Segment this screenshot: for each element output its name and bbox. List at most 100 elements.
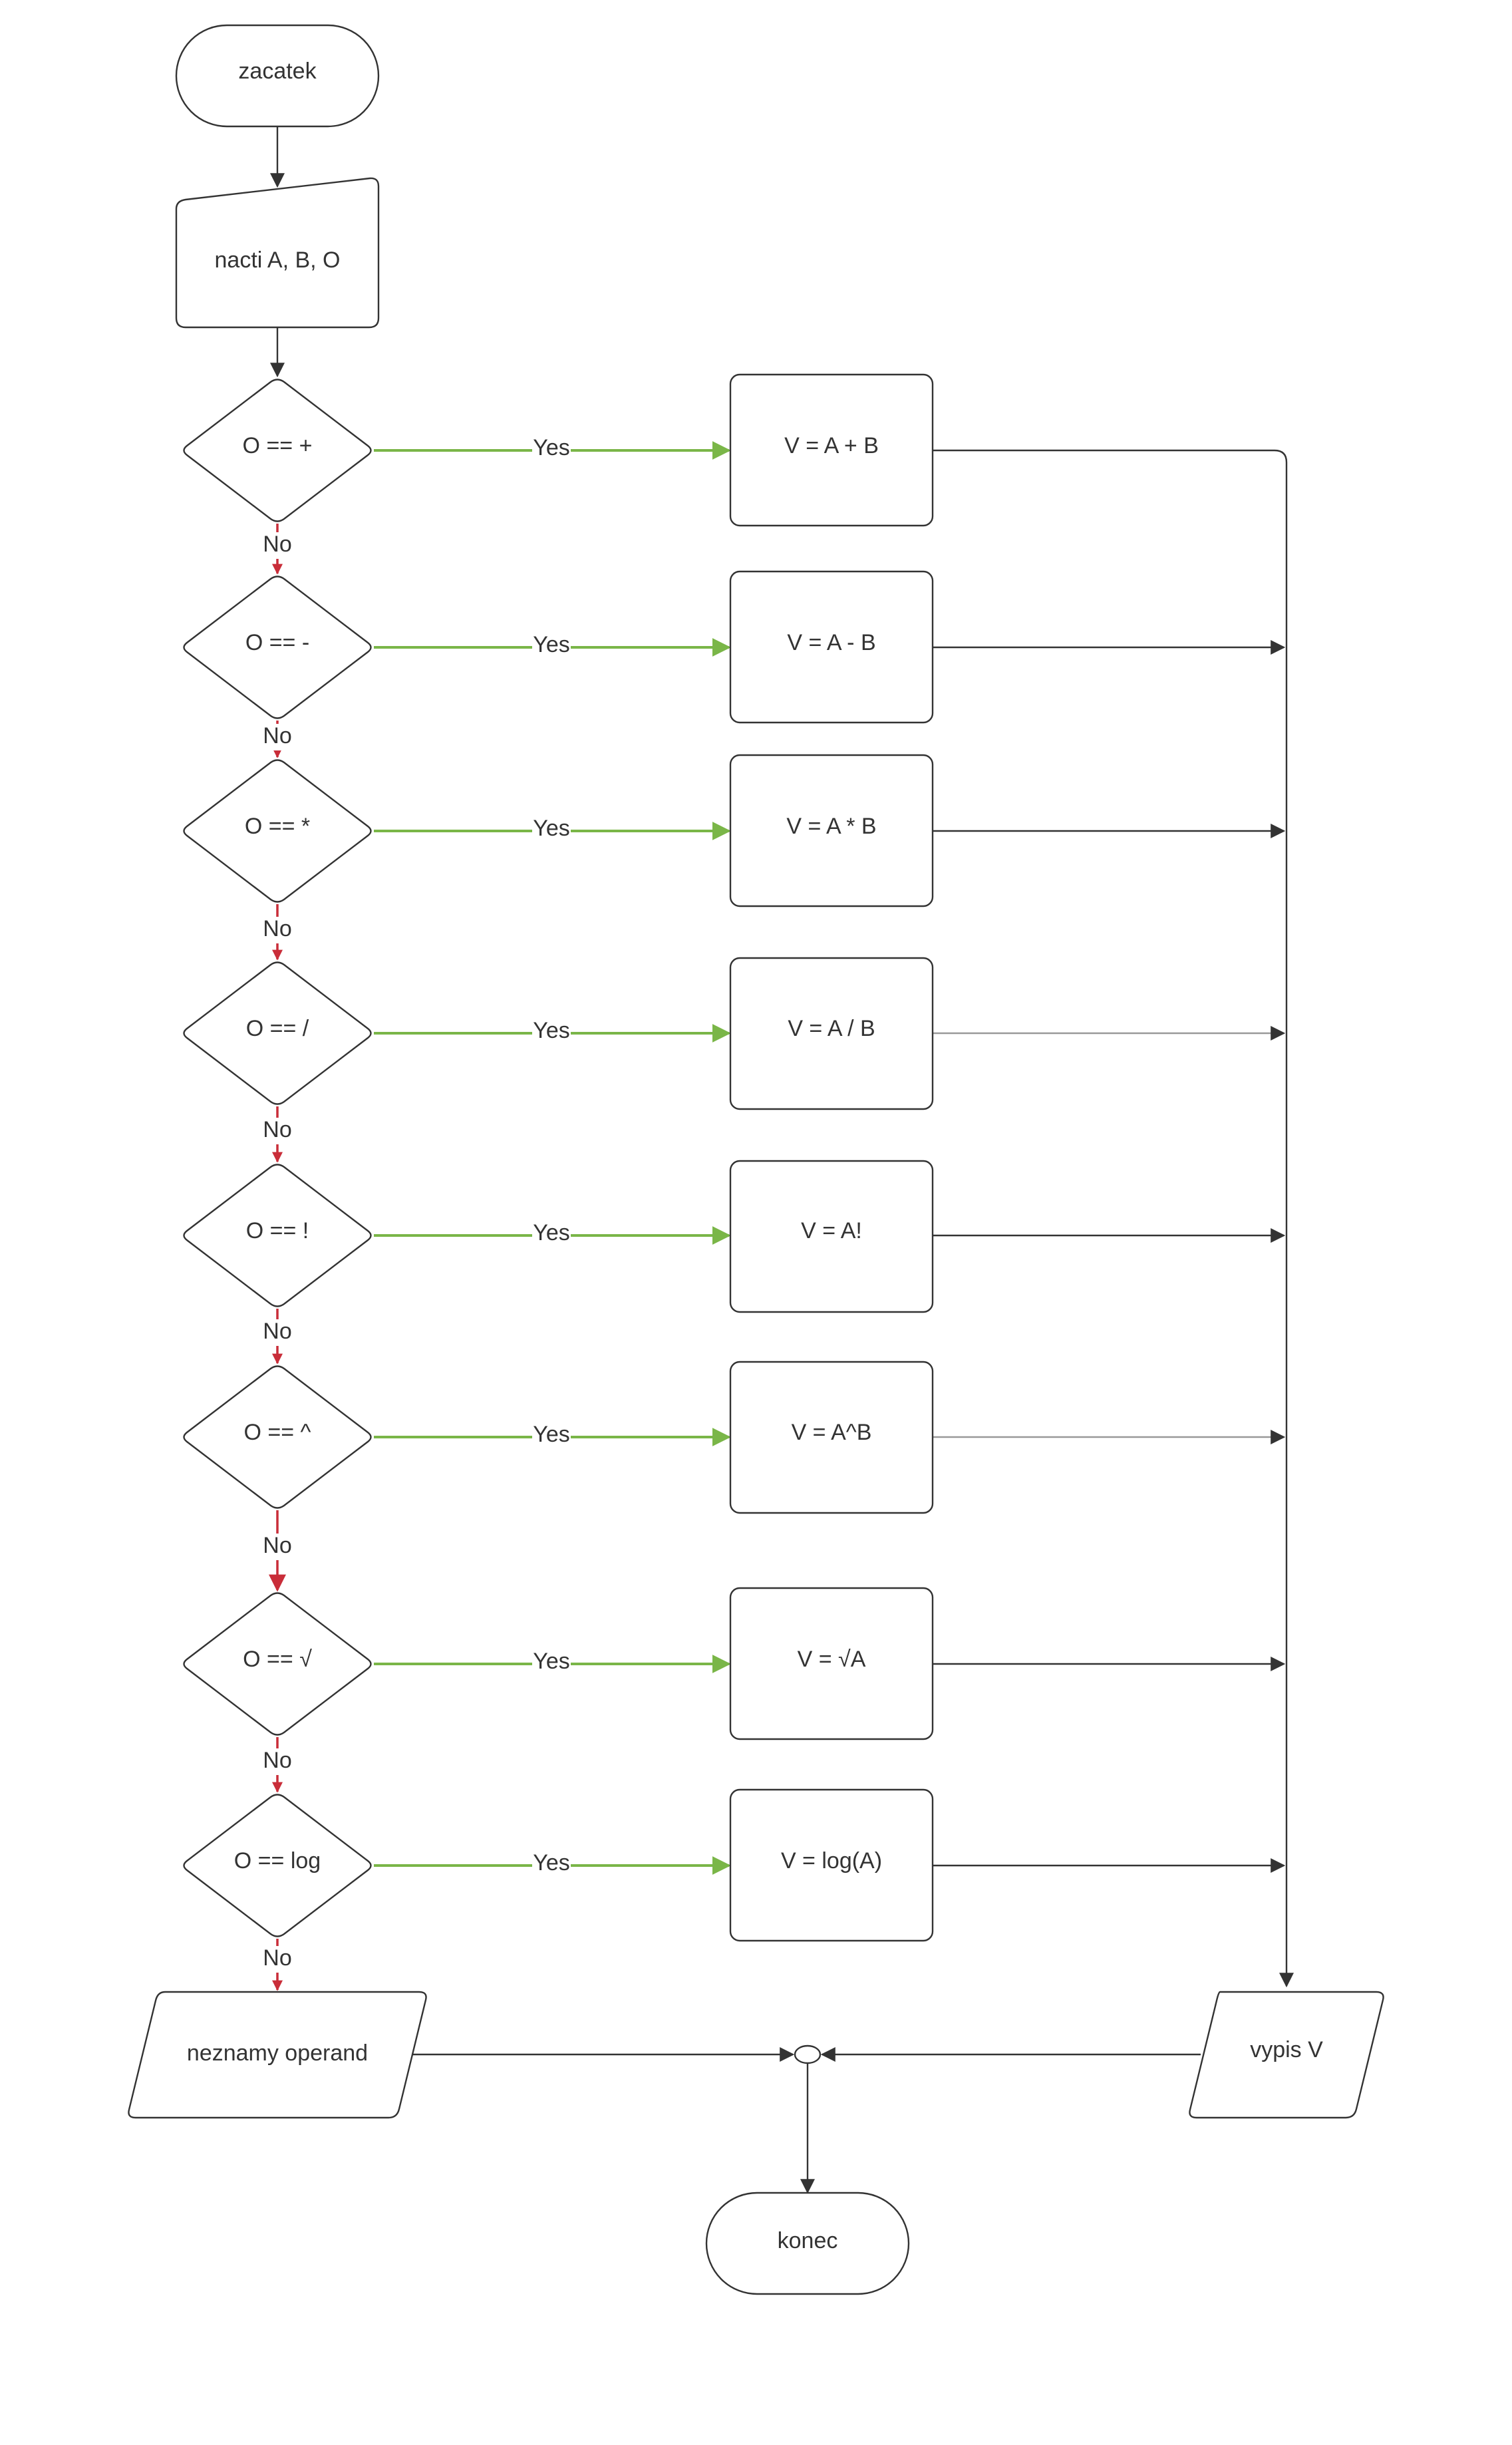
edge-yes-label-bg: [532, 1221, 571, 1247]
process-shape: [729, 754, 934, 907]
edge-no-label-bg: [259, 1319, 296, 1346]
decision-shape: [183, 575, 372, 719]
edge-yes-label-bg: [532, 1649, 571, 1676]
output-label: vypis V: [1250, 2037, 1323, 2062]
edge-yes-label-bg: [532, 816, 571, 843]
process-plus: V = A + B: [729, 373, 934, 527]
edge-yes-label: Yes: [533, 1018, 569, 1043]
edge-no-label: No: [263, 1319, 291, 1344]
edge-no-label: No: [263, 1748, 291, 1773]
process-divide: V = A / B: [729, 957, 934, 1110]
decision-shape: [183, 1365, 372, 1509]
edge-yes-label: Yes: [533, 1422, 569, 1447]
process-shape: [729, 1587, 934, 1740]
decision-shape: [183, 759, 372, 903]
process-shape: [729, 957, 934, 1110]
input-shape: [175, 177, 380, 329]
edge-yes-label: Yes: [533, 632, 569, 657]
input-label: nacti A, B, O: [215, 247, 341, 273]
decision-label: O == /: [246, 1016, 309, 1041]
edge-no-label: No: [263, 1533, 291, 1558]
edge-yes-label: Yes: [533, 1850, 569, 1875]
edge-no-label-bg: [259, 1946, 296, 1973]
decision-label: O == √: [243, 1647, 312, 1672]
end-label: konec: [778, 2228, 838, 2253]
process-shape: [729, 1361, 934, 1514]
connectors: [270, 126, 1294, 2194]
output-shape: [1189, 1991, 1384, 2119]
process-label: V = A + B: [784, 433, 879, 458]
edge-result-plus-to-output: [933, 449, 1294, 1988]
edge-no-label-bg: [259, 917, 296, 943]
decision-factorial: O == !: [183, 1164, 372, 1307]
process-factorial: V = A!: [729, 1160, 934, 1313]
decision-label: O == -: [245, 630, 309, 655]
process-nodes: V = A + B V = A - B V = A * B V = A / B V = …: [729, 373, 934, 1942]
decision-minus: O == -: [183, 575, 372, 719]
edge-no-label: No: [263, 532, 291, 557]
edge-no-label-bg: [259, 724, 296, 750]
process-times: V = A * B: [729, 754, 934, 907]
process-label: V = A / B: [788, 1016, 875, 1041]
decision-shape: [183, 961, 372, 1105]
process-shape: [729, 1160, 934, 1313]
decision-shape: [183, 1794, 372, 1937]
process-power: V = A^B: [729, 1361, 934, 1514]
merge-node: [794, 2044, 822, 2064]
process-label: V = log(A): [781, 1848, 882, 1874]
process-sqrt: V = √A: [729, 1587, 934, 1740]
edge-yes-label: Yes: [533, 816, 569, 841]
edge-yes-label-bg: [532, 1851, 571, 1877]
edge-no-label: No: [263, 1117, 291, 1142]
unknown-operand-shape: [128, 1991, 427, 2119]
decision-divide: O == /: [183, 961, 372, 1105]
process-label: V = √A: [798, 1647, 866, 1672]
edge-yes-label-bg: [532, 436, 571, 462]
decision-times: O == *: [183, 759, 372, 903]
decision-shape: [183, 1592, 372, 1736]
end-shape: [705, 2192, 910, 2295]
decision-label: O == ^: [243, 1420, 311, 1445]
decision-shape: [183, 1164, 372, 1307]
edge-no-label-bg: [259, 532, 296, 559]
edge-no-label: No: [263, 916, 291, 941]
output-node: vypis V: [1189, 1991, 1384, 2119]
end-terminal: konec: [705, 2192, 910, 2295]
decision-power: O == ^: [183, 1365, 372, 1509]
edge-yes-label-bg: [532, 1422, 571, 1449]
unknown-operand-node: neznamy operand: [128, 1991, 427, 2119]
process-label: V = A * B: [786, 814, 876, 839]
input-node: nacti A, B, O: [175, 177, 380, 329]
edge-no-label: No: [263, 723, 291, 748]
decision-label: O == log: [234, 1848, 321, 1874]
process-shape: [729, 570, 934, 724]
process-label: V = A^B: [792, 1420, 872, 1445]
edge-yes-label: Yes: [533, 1220, 569, 1245]
decision-label: O == *: [245, 814, 310, 839]
start-terminal: zacatek: [175, 24, 380, 128]
decision-log: O == log: [183, 1794, 372, 1937]
process-log: V = log(A): [729, 1788, 934, 1942]
decision-sqrt: O == √: [183, 1592, 372, 1736]
process-label: V = A - B: [787, 630, 875, 655]
edge-no-label-bg: [259, 1748, 296, 1775]
edge-no-label: No: [263, 1945, 291, 1971]
decision-nodes: O == + O == - O == * O == / O == ! O == ^ O ==…: [183, 379, 372, 1937]
unknown-operand-label: neznamy operand: [187, 2040, 368, 2066]
start-label: zacatek: [238, 59, 317, 84]
edge-yes-label-bg: [532, 1019, 571, 1045]
process-shape: [729, 373, 934, 527]
process-label: V = A!: [801, 1218, 862, 1243]
process-shape: [729, 1788, 934, 1942]
decision-label: O == !: [246, 1218, 309, 1243]
edge-no-label-bg: [259, 1118, 296, 1144]
edge-yes-label-bg: [532, 633, 571, 659]
decision-label: O == +: [243, 433, 313, 458]
edge-yes-label: Yes: [533, 1649, 569, 1674]
edge-no-label-bg: [259, 1534, 296, 1560]
process-minus: V = A - B: [729, 570, 934, 724]
start-shape: [175, 24, 380, 128]
